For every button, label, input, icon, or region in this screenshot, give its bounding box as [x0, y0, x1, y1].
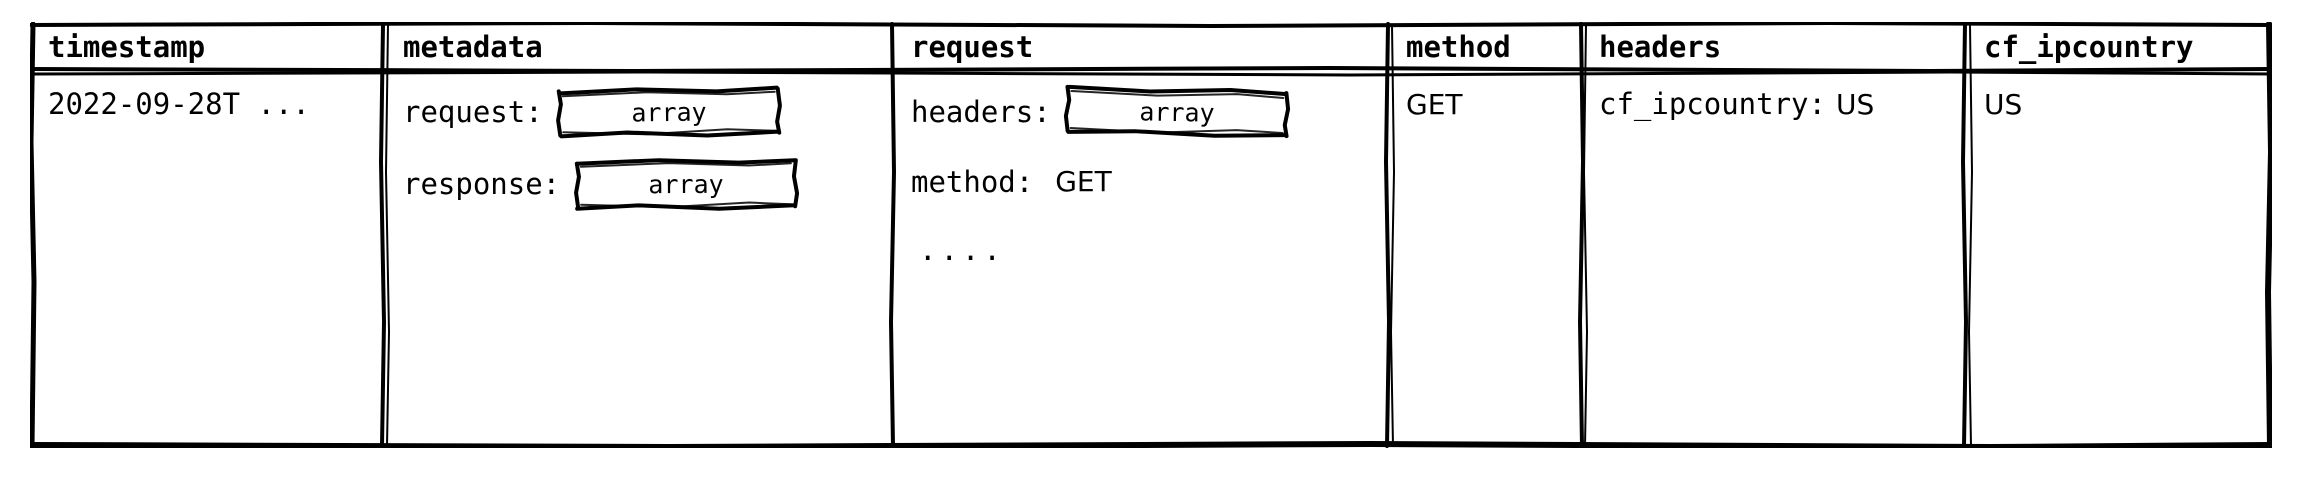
headers-value: US [1835, 88, 1875, 121]
array-badge[interactable]: array [1063, 84, 1290, 139]
method-cell-inner: GET [1388, 71, 1581, 122]
table-body: 2022-09-28T ... request: [30, 71, 2272, 448]
column-header-label: cf_ipcountry [1984, 30, 2194, 64]
headers-cell-inner: cf_ipcountry: US [1581, 71, 1966, 122]
field-key: headers: [911, 95, 1051, 129]
column-header-label: timestamp [48, 30, 206, 64]
column-header-timestamp[interactable]: timestamp [30, 22, 385, 71]
cell-method[interactable]: GET [1388, 71, 1581, 448]
timestamp-cell-inner: 2022-09-28T ... [30, 71, 385, 121]
request-field-headers: headers: [911, 84, 1388, 139]
request-cell-inner: headers: [893, 71, 1388, 273]
ellipsis-text: .... [919, 233, 1005, 267]
request-ellipsis-row: .... [911, 227, 1388, 273]
cf-ipcountry-value: US [1984, 88, 2023, 121]
column-header-request[interactable]: request [893, 22, 1388, 71]
column-header-metadata[interactable]: metadata [385, 22, 893, 71]
field-value: GET [1055, 165, 1112, 198]
cell-cf-ipcountry[interactable]: US [1966, 71, 2272, 448]
field-key: response: [403, 167, 561, 201]
request-field-method: method: GET [911, 159, 1388, 205]
field-key: request: [403, 95, 543, 129]
headers-key: cf_ipcountry: [1599, 87, 1826, 121]
headers-kv: cf_ipcountry: US [1599, 87, 1874, 121]
column-header-label: metadata [403, 30, 543, 64]
timestamp-value: 2022-09-28T ... [48, 87, 310, 121]
array-badge[interactable]: array [555, 85, 782, 139]
field-key: method: [911, 165, 1034, 199]
cell-request[interactable]: headers: [893, 71, 1388, 448]
array-badge[interactable]: array [574, 158, 800, 211]
column-header-label: method [1406, 30, 1511, 64]
column-header-label: headers [1599, 30, 1722, 64]
array-badge-label: array [1138, 96, 1215, 128]
array-badge-outline [574, 158, 800, 211]
column-header-headers[interactable]: headers [1581, 22, 1966, 71]
cell-timestamp[interactable]: 2022-09-28T ... [30, 71, 385, 448]
metadata-field-response: response: [403, 158, 893, 211]
metadata-field-request: request: [403, 85, 893, 139]
cell-metadata[interactable]: request: [385, 71, 893, 448]
column-header-cf-ipcountry[interactable]: cf_ipcountry [1966, 22, 2272, 71]
table-header: timestamp metadata request method header… [30, 22, 2272, 71]
column-header-method[interactable]: method [1388, 22, 1581, 71]
method-value: GET [1406, 88, 1463, 121]
cell-headers[interactable]: cf_ipcountry: US [1581, 71, 1966, 448]
metadata-cell-inner: request: [385, 71, 893, 211]
array-badge-label: array [630, 97, 707, 127]
column-header-label: request [911, 30, 1034, 64]
array-badge-label: array [648, 169, 724, 199]
header-row: timestamp metadata request method header… [30, 22, 2272, 71]
array-badge-outline [1063, 84, 1290, 139]
array-badge-outline [555, 85, 782, 139]
table-row: 2022-09-28T ... request: [30, 71, 2272, 448]
cf-ipcountry-cell-inner: US [1966, 71, 2272, 122]
data-table: timestamp metadata request method header… [30, 22, 2272, 448]
data-table-container: timestamp metadata request method header… [30, 22, 2272, 448]
